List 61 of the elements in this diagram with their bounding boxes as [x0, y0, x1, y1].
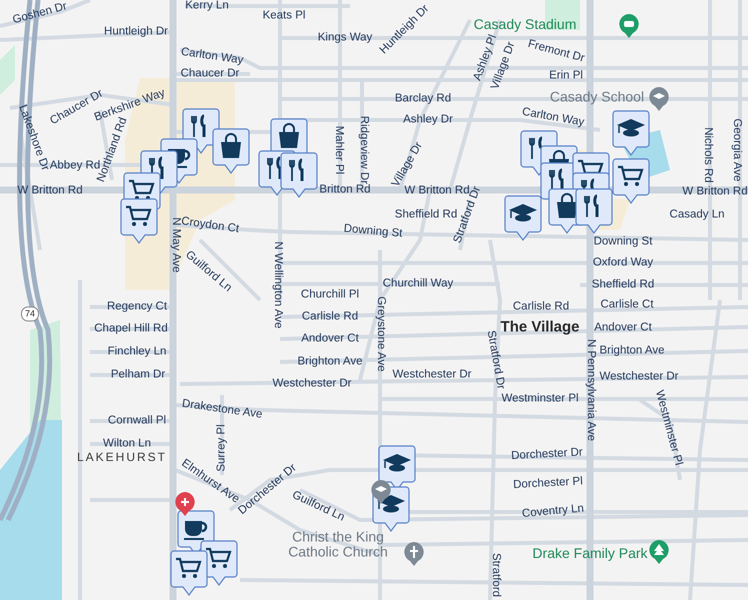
place-name: Casady School [548, 89, 646, 105]
street-name: Andover Ct [594, 322, 652, 334]
street-name: Nichols Rd [701, 127, 713, 183]
street-name: Carlisle Rd [512, 301, 570, 313]
street-name: Casady Ln [670, 209, 724, 221]
street-name: W Britton Rd [682, 186, 748, 198]
street-name: Finchley Ln [108, 346, 166, 358]
street-name: Wilton Ln [103, 438, 151, 450]
street-name: Huntleigh Dr [104, 26, 168, 38]
street-name: Oxford Way [592, 257, 654, 269]
street-name: N Wellington Ave [271, 241, 283, 329]
street-name: Chaucer Dr [180, 68, 240, 80]
street-name: Kerry Ln [185, 0, 229, 12]
district-name: The Village [500, 320, 580, 334]
street-name: Ridgeview Dr [358, 116, 369, 184]
street-name: Mahler Pl [332, 126, 344, 174]
street-name: Carlton Way [180, 46, 244, 68]
street-name: Erin Pl [549, 70, 583, 82]
street-name: Dorchester Dr [510, 447, 584, 463]
street-name: N May Ave [169, 217, 181, 273]
street-name: Coventry Ln [522, 504, 584, 520]
street-name: Carlton Way [521, 106, 585, 130]
district-name: LAKEHURST [76, 451, 168, 463]
street-name: Downing St [594, 236, 652, 248]
street-name: Westminster Pl [501, 393, 579, 405]
street-name: N Pennsylvania Ave [584, 338, 596, 442]
street-name: Carlisle Ct [600, 299, 654, 311]
street-name: Britton Rd [319, 184, 371, 196]
street-name: Brighton Ave [298, 356, 362, 368]
street-name: Westchester Dr [599, 371, 679, 383]
highway-number: 74 [21, 306, 39, 322]
place-name: Drake Family Park [532, 546, 648, 560]
street-name: Pelham Dr [110, 369, 166, 381]
street-name: Fremont Dr [526, 38, 586, 66]
street-name: Churchill Way [382, 278, 454, 290]
place-name: Casady Stadium [474, 17, 576, 31]
place-name: Christ the King Catholic Church [287, 530, 389, 560]
street-name: Georgia Ave [730, 118, 742, 182]
street-name: Dorchester Pl [512, 476, 584, 492]
street-name: Barclay Rd [394, 93, 452, 105]
street-name: W Britton Rd [17, 185, 83, 197]
street-name: Sheffield Rd [592, 279, 654, 291]
street-name: Downing St [343, 224, 403, 240]
street-name: Kings Way [318, 32, 372, 44]
street-name: Westchester Dr [272, 378, 352, 390]
street-name: Regency Ct [106, 301, 168, 313]
street-name: Chapel Hill Rd [94, 323, 168, 335]
street-name: Stratford [489, 552, 501, 598]
street-name: Keats Pl [262, 10, 306, 22]
street-name: Cornwall Pl [108, 415, 166, 427]
street-name: Croydon Ct [180, 216, 240, 236]
street-name: Brighton Ave [600, 345, 664, 357]
street-name: W Britton Rd [404, 185, 470, 196]
street-name: Ashley Dr [403, 114, 453, 126]
street-name: Greystone Ave [374, 296, 386, 372]
street-name: Andover Ct [301, 333, 359, 345]
street-name: Drakestone Ave [181, 398, 263, 422]
street-name: Goshen Dr [12, 1, 68, 27]
street-name: Carlisle Rd [302, 311, 358, 323]
street-name: Westchester Dr [392, 369, 472, 381]
street-name: Churchill Pl [300, 289, 360, 301]
